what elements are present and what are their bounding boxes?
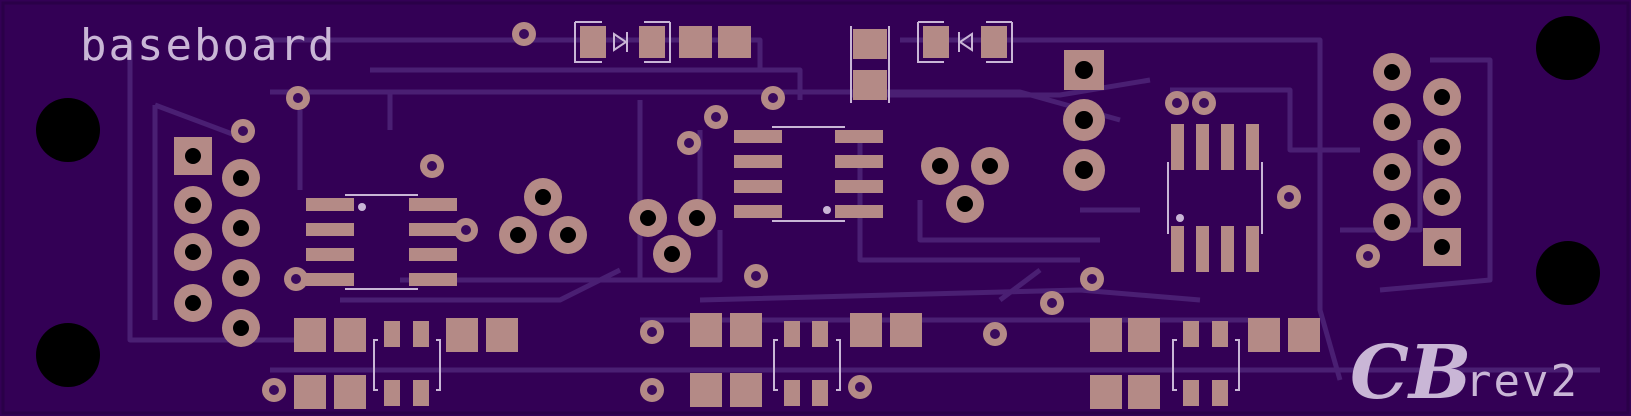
- ic-soic-right: [1167, 124, 1263, 272]
- mounting-holes: [36, 16, 1600, 387]
- board-name-label: baseboard: [80, 20, 336, 71]
- bottom-smd-group-left: [294, 318, 518, 409]
- transistor-footprints: [499, 147, 1009, 273]
- mount-hole-top-left: [36, 98, 100, 162]
- mount-hole-top-right: [1536, 16, 1600, 80]
- three-pin-header: [1063, 50, 1105, 191]
- right-pin-header: [1373, 53, 1461, 266]
- mount-hole-bottom-left: [36, 323, 100, 387]
- revision-label: rev2: [1465, 356, 1579, 407]
- top-smd-parts: [574, 21, 1013, 103]
- ic-soic-middle: [734, 126, 883, 222]
- ic-soic-left: [306, 194, 457, 290]
- mount-hole-bottom-right: [1536, 241, 1600, 305]
- left-pin-header: [174, 137, 260, 347]
- bottom-smd-group-right: [1090, 318, 1320, 409]
- bottom-smd-group-middle: [690, 313, 922, 407]
- bottom-smd-silkscreen: [373, 339, 1240, 391]
- cb-logo: CB: [1350, 330, 1471, 416]
- logo-text: CB: [1350, 330, 1471, 416]
- via-drills: [238, 29, 1373, 395]
